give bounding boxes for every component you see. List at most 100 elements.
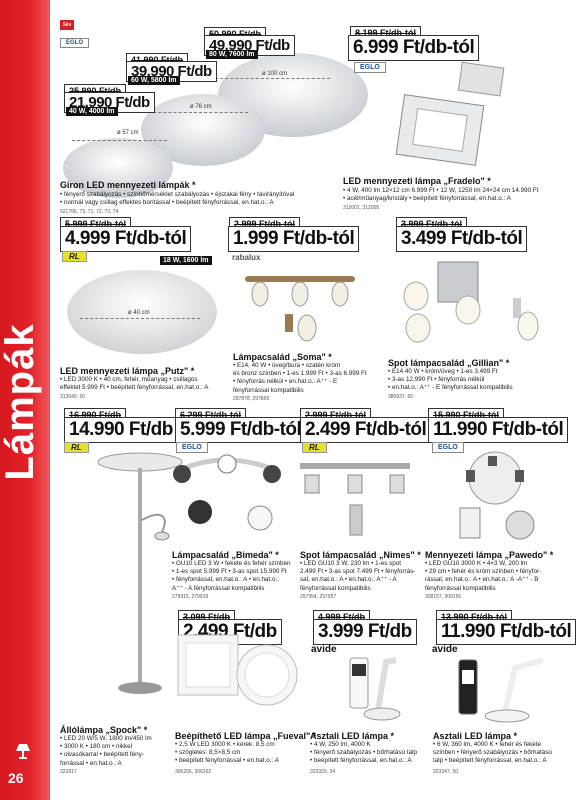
nimes-codes: 297954, 297957 [300,594,337,600]
gillian-lamps-image [403,261,539,343]
page-number: 26 [8,770,24,786]
fradelo-price: 6.999 Ft/db-tól [348,35,480,61]
gillian-codes: 380937, 65 [388,394,414,400]
asztali1-price: 3.999 Ft/db [313,619,417,645]
gillian-price: 3.499 Ft/db-tól [396,226,528,252]
brand-logo-eglo: EGLO [176,442,208,453]
pawedo-title: Mennyezeti lámpa „Pawedo" * [425,550,554,560]
asztali2-desc-line: • 6 W, 360 lm, 4000 K • fehér és fekete [433,741,542,748]
giron-spec-medium: 60 W, 5800 lm [128,76,180,85]
giron-dim-small: ø 57 cm [117,130,139,136]
asztali1-title: Asztali LED lámpa * [310,731,395,741]
category-sidebar: Lámpák 26 [0,0,50,800]
bimeda-title: Lámpacsalád „Bimeda" * [172,550,279,560]
nimes-desc-line: fényforrással kompatibilis [300,584,371,592]
soma-price: 1.999 Ft/db-tól [228,226,360,252]
gillian-desc-line: • E14 40 W • króm/üveg • 1-es 3.499 Ft [388,368,498,375]
asztali2-lamp-image [458,657,544,723]
asztali1-desc-line: • beépített fényforrással, en.hat.o.: A [310,757,412,765]
spock-desc-line: • 3000 K • 180 cm • nikkel [60,743,133,751]
bimeda-desc-line: A⁺⁺ - A fényforrással kompatibilis [172,584,265,592]
brand-logo-avide: avide [432,644,458,655]
fueval-desc-line: • szögletes: 8,5×8,5 cm [175,749,241,757]
bimeda-desc-line: • 1-es spot 5.999 Ft • 3-as spot 15.990 … [172,568,287,576]
soma-lamps-image [245,276,355,342]
dimension-line [210,78,330,79]
putz-desc-line: • LED 3000 K • 40 cm, fehér, műanyag • c… [60,376,198,383]
asztali2-desc-line: színben • fényerő szabályozás • bőrhatás… [433,749,552,757]
fueval-codes: 306256, 306262 [175,769,212,775]
pawedo-codes: 308157, 309156 [425,594,462,600]
nimes-desc-line: sal, en.hat.o.: A • en.hat.o.: A⁺⁺ - A [300,576,397,584]
spock-desc-line: • olvasókarral • beépített fény- [60,751,144,759]
fradelo-desc-line: • acél/műanyag/kristály • beépített fény… [343,195,511,203]
nimes-desc-line: 2.499 Ft • 3-as spot 7.499 Ft • fényforr… [300,568,416,576]
giron-desc-line: • fényerő szabályozás • színhőmérséklet … [60,191,295,198]
putz-lamp-image [67,270,217,354]
nimes-price: 2.499 Ft/db-tól [300,417,432,443]
giron-spec-small: 40 W, 4000 lm [66,107,118,116]
brand-logo-rl: RL [62,251,87,262]
brand-logo-rabalux: rabalux [232,253,261,262]
giron-desc-line: • normál vagy csillag effektes borítássa… [60,199,274,207]
gillian-title: Spot lámpacsalád „Gillian" * [388,358,510,368]
brand-logo-eglo: EGLO [354,62,386,73]
pawedo-description: • LED GU10 3000 K • 4×3 W, 200 lm • 29 c… [425,560,560,593]
category-title: Lámpák [0,323,42,481]
giron-title: Giron LED mennyezeti lámpák * [60,180,196,190]
dimension-line [72,140,167,141]
fradelo-lamps-image [395,61,505,166]
spock-desc-line: forrással • en.hat.o.: A [60,759,122,767]
pawedo-lamps-image [459,451,535,540]
dimension-line [80,318,200,319]
pawedo-desc-line: rással, en.hat.o.: A • en.hat.o.: A -A⁺⁺… [425,576,539,584]
asztali1-codes: 323333, 34 [310,769,336,775]
spock-title: Állólámpa „Spock" * [60,725,148,735]
nimes-desc-line: • LED GU10 3 W, 230 lm • 1-es spot [300,560,402,567]
pawedo-price: 11.990 Ft/db-tól [428,417,569,443]
soma-desc-line: • fényforrás nélkül • en.hat.o.: A⁺⁺ - E [233,378,338,386]
bimeda-description: • GU10 LED 3 W • fekete és fehér színben… [172,560,302,593]
spock-price: 14.990 Ft/db [64,417,178,443]
soma-title: Lámpacsalád „Soma" * [233,352,332,362]
putz-price: 4.999 Ft/db-tól [60,226,192,252]
spock-description: • LED 20 W/5 W, 1800 lm/450 lm • 3000 K … [60,735,175,768]
spock-desc-line: • LED 20 W/5 W, 1800 lm/450 lm [60,735,152,742]
bimeda-lamps-image [173,454,281,531]
gillian-description: • E14 40 W • króm/üveg • 1-es 3.499 Ft •… [388,368,558,393]
brand-logo-eglo: EGLO [60,38,90,48]
fueval-lamps-image [177,634,298,706]
soma-desc-line: és bronz színben • 1-es 1.999 Ft • 3-as … [233,370,367,378]
fradelo-desc-line: • 4 W, 400 lm 12×12 cm 6.999 Ft • 12 W, … [343,187,539,194]
lamp-icon [16,744,30,759]
fradelo-title: LED mennyezeti lámpa „Fradelo" * [343,176,491,186]
giron-spec-large: 80 W, 7600 lm [206,50,258,59]
nimes-description: • LED GU10 3 W, 230 lm • 1-es spot 2.499… [300,560,425,593]
fueval-desc-line: • 2,5 W LED 3000 K • kerek: 8,5 cm [175,741,275,748]
asztali2-title: Asztali LED lámpa * [433,731,518,741]
putz-desc-line: effektel 5.999 Ft • beépített fényforrás… [60,384,209,392]
fradelo-description: • 4 W, 400 lm 12×12 cm 6.999 Ft • 12 W, … [343,187,558,203]
putz-title: LED mennyezeti lámpa „Putz" * [60,366,195,376]
brand-logo-eglo: EGLO [432,442,464,453]
spock-lamp-image [97,452,183,694]
bimeda-codes: 279915, 279918 [172,594,209,600]
pawedo-desc-line: • 29 cm • fehér és króm színben • fényfo… [425,568,542,576]
pawedo-desc-line: fényforrással kompatibilis [425,584,496,592]
nimes-title: Spot lámpacsalád „Nimes" * [300,550,421,560]
brand-logo-rl: RL [302,442,327,453]
putz-description: • LED 3000 K • 40 cm, fehér, műanyag • c… [60,376,235,392]
giron-dim-large: ø 100 cm [262,71,288,77]
fueval-desc-line: • beépített fényforrással • en.hat.o.: A [175,757,279,765]
asztali2-codes: 323347, 50 [433,769,459,775]
pawedo-desc-line: • LED GU10 3000 K • 4×3 W, 200 lm [425,560,528,567]
brand-logo-avide: avide [311,644,337,655]
bimeda-desc-line: • fényforrással, en.hat.o.: A • en.hat.o… [172,576,279,584]
asztali1-desc-line: • 4 W, 250 lm, 4000 K [310,741,371,748]
asztali1-description: • 4 W, 250 lm, 4000 K • fényerő szabályo… [310,741,435,766]
nimes-lamps-image [300,463,410,536]
brand-logo-rl: RL [64,442,89,453]
bimeda-price: 5.999 Ft/db-tól [175,417,307,443]
soma-description: • E14, 40 W • üveg/bura • szatén króm és… [233,362,383,395]
soma-desc-line: • E14, 40 W • üveg/bura • szatén króm [233,362,341,369]
